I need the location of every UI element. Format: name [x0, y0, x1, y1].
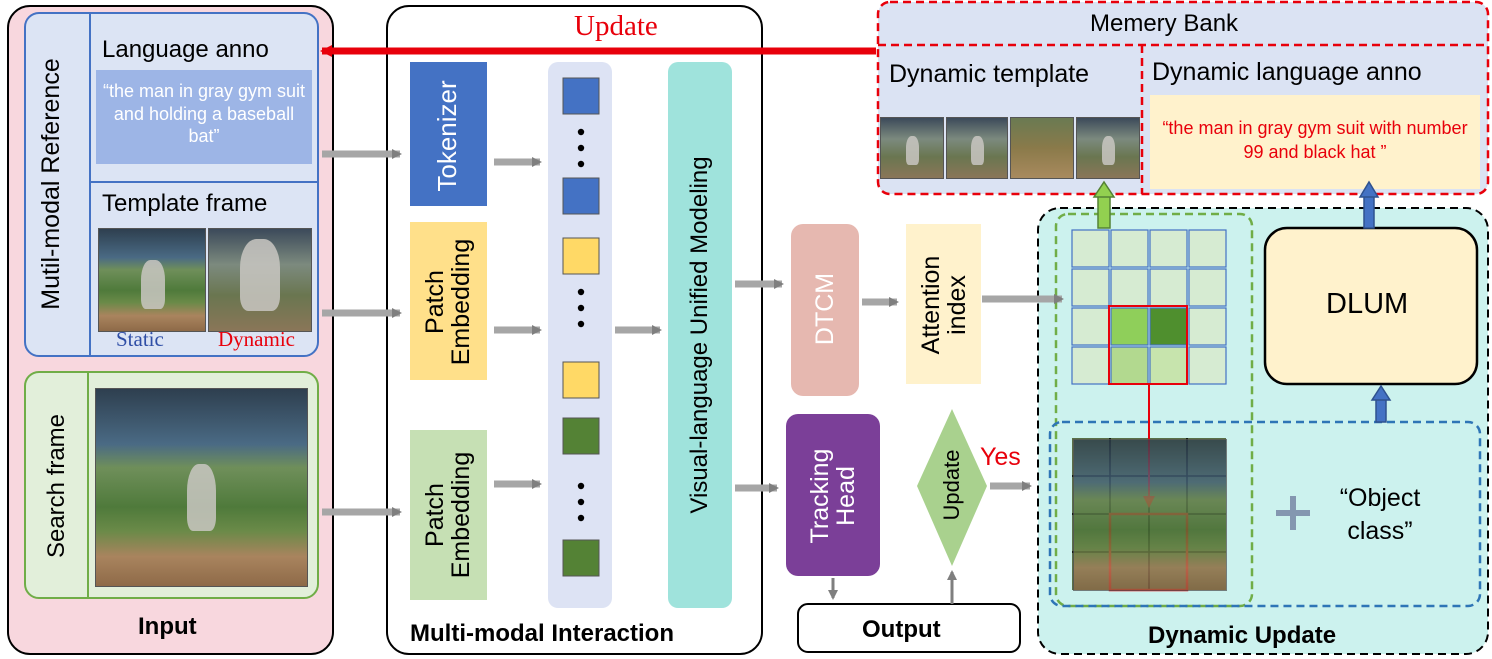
update-diamond-label: Update	[939, 449, 965, 521]
token-stack	[562, 77, 600, 577]
language-anno-box	[96, 70, 312, 164]
attention-index-block	[906, 224, 981, 384]
interaction-title: Multi-modal Interaction	[410, 620, 674, 647]
dtcm-label: DTCM	[810, 272, 839, 346]
token-square	[562, 361, 600, 399]
memory-bank-title: Memery Bank	[1090, 10, 1239, 37]
attention-cell	[1110, 307, 1149, 346]
blue-dashed-region	[1048, 420, 1482, 608]
reference-label: Mutil-modal Reference	[36, 58, 65, 310]
attention-index-label: Attention index	[916, 255, 971, 355]
object-class-label: “Object class”	[1339, 484, 1421, 545]
template-static-photo	[98, 228, 206, 332]
dlum-label: DLUM	[1326, 288, 1409, 320]
tracking-head-label: Tracking Head	[805, 448, 860, 544]
ellipsis-dot	[577, 288, 585, 296]
attention-cell	[1188, 229, 1227, 268]
attention-cell	[1110, 229, 1149, 268]
template-dynamic-photo	[208, 228, 312, 332]
dynamic-update-title: Dynamic Update	[1148, 622, 1337, 649]
token-square	[562, 539, 600, 577]
vlum-label: Visual-language Unified Modeling	[686, 156, 714, 514]
update-arrow-label: Update	[574, 10, 658, 42]
update-diamond	[917, 409, 987, 566]
tokenizer-block	[410, 62, 487, 206]
search-frame-label: Search frame	[43, 413, 71, 559]
static-label: Static	[116, 327, 164, 351]
ellipsis-dot	[577, 482, 585, 490]
patch-embedding-block-1	[410, 222, 487, 380]
tracking-head-block	[786, 414, 880, 576]
ellipsis-dot	[577, 320, 585, 328]
dynamic-template-title: Dynamic template	[889, 60, 1090, 88]
template-frame-title: Template frame	[102, 190, 268, 217]
attention-cell	[1149, 268, 1188, 307]
input-title: Input	[138, 613, 197, 640]
token-square	[562, 177, 600, 215]
arrows-gray	[322, 149, 1064, 517]
output-label[interactable]: Output	[862, 616, 941, 643]
attention-cell	[1149, 346, 1188, 385]
up-arrows	[1092, 180, 1392, 423]
attention-cell	[1149, 229, 1188, 268]
dynamic-template-photo-2	[946, 117, 1008, 179]
patch-embedding-label-2: Patch Embedding	[420, 451, 475, 579]
language-anno-text: “the man in gray gym suit and holding a …	[102, 81, 306, 146]
attention-cell	[1188, 346, 1227, 385]
attention-grid	[1071, 229, 1227, 385]
token-square	[562, 237, 600, 275]
output-box[interactable]	[797, 603, 1021, 653]
attention-cell	[1110, 346, 1149, 385]
attention-cell	[1149, 307, 1188, 346]
dynamic-language-text: “the man in gray gym suit with number 99…	[1162, 118, 1468, 163]
ellipsis-dot	[577, 498, 585, 506]
dynamic-label: Dynamic	[218, 327, 295, 351]
dynamic-template-photo-1	[880, 117, 944, 179]
dynamic-template-photo-3	[1010, 117, 1074, 179]
vlum-block	[668, 62, 732, 608]
token-square	[562, 77, 600, 115]
attention-cell	[1188, 307, 1227, 346]
ellipsis-dot	[577, 304, 585, 312]
ellipsis-dot	[577, 128, 585, 136]
attention-cell	[1110, 268, 1149, 307]
dynamic-template-photo-4	[1076, 117, 1140, 179]
token-square	[562, 417, 600, 455]
attention-cell	[1071, 229, 1110, 268]
patch-embedding-block-2	[410, 430, 487, 600]
attention-cell	[1071, 307, 1110, 346]
dynamic-search-photo	[1073, 439, 1227, 591]
ellipsis-dot	[577, 144, 585, 152]
search-frame-photo	[95, 388, 308, 587]
ellipsis-dot	[577, 160, 585, 168]
ellipsis-dot	[577, 514, 585, 522]
plus-icon	[1276, 496, 1310, 530]
attention-cell	[1071, 268, 1110, 307]
attention-cell	[1188, 268, 1227, 307]
token-column	[548, 62, 612, 608]
attention-cell	[1071, 346, 1110, 385]
tokenizer-label: Tokenizer	[432, 80, 463, 192]
patch-embedding-label-1: Patch Embedding	[420, 238, 475, 366]
yes-label: Yes	[980, 443, 1021, 471]
dynamic-language-box	[1150, 95, 1480, 189]
dynamic-language-title: Dynamic language anno	[1152, 58, 1422, 86]
dtcm-block	[791, 224, 859, 396]
arrows-thin	[828, 570, 957, 604]
language-anno-title: Language anno	[102, 36, 269, 63]
